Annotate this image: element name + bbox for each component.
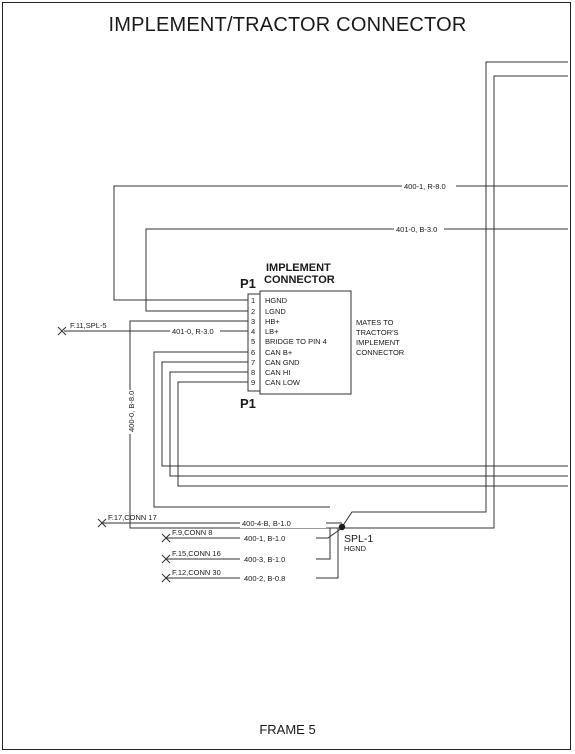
pin-number: 8	[251, 368, 255, 377]
pin-name: LB+	[265, 327, 279, 336]
label-backgrounds	[125, 180, 456, 583]
connector-note-line: IMPLEMENT	[356, 338, 400, 347]
ref-f17: F.17,CONN 17	[108, 513, 157, 522]
pin-name: BRIDGE TO PIN 4	[265, 337, 327, 346]
pin-name: LGND	[265, 307, 286, 316]
wire-label-401-0-b: 401-0, B-3.0	[396, 225, 437, 234]
wire-can-low	[177, 381, 568, 487]
splice-label: SPL-1	[344, 533, 373, 545]
pin-name: CAN HI	[265, 368, 290, 377]
end-mark-f15	[161, 554, 171, 564]
connector-note-line: TRACTOR'S	[356, 328, 399, 337]
wire-right-feed-2	[342, 75, 568, 529]
wire-paths	[64, 61, 568, 579]
pin-name: CAN LOW	[265, 378, 301, 387]
end-mark-f11	[57, 326, 67, 336]
connector-pin-column	[247, 293, 261, 392]
wire-label-400-0: 400-0, B-8.0	[127, 391, 136, 432]
wire-label-401-0-r: 401-0, R-3.0	[172, 327, 214, 336]
pin-number: 5	[251, 337, 255, 346]
wire-can-hi	[169, 371, 568, 477]
connector-label-top: P1	[240, 276, 256, 291]
connector-note-line: MATES TO	[356, 318, 394, 327]
splice-node	[338, 523, 346, 531]
wire-can-gnd	[161, 361, 568, 467]
wire-label-400-4-b: 400-4-B, B-1.0	[242, 519, 291, 528]
end-mark-f17	[97, 518, 107, 528]
wire-can-bplus	[153, 351, 330, 508]
wire-label-400-3: 400-3, B-1.0	[244, 555, 285, 564]
connector-header-line2: CONNECTOR	[264, 274, 335, 286]
pin-name: HB+	[265, 317, 280, 326]
pin-rows: 1 HGND 2 LGND 3 HB+ 4 LB+ 5 BRIDGE TO PI…	[251, 296, 327, 387]
ref-f11: F.11,SPL-5	[70, 321, 107, 330]
connector-body	[259, 290, 352, 395]
wire-label-400-1-b: 400-1, B-1.0	[244, 534, 285, 543]
frame-label: FRAME 5	[259, 722, 316, 737]
wire-400-1-b	[166, 527, 343, 539]
pin-number: 6	[251, 348, 255, 357]
implement-connector: IMPLEMENT CONNECTOR P1 P1 1 HGND 2 LGND …	[240, 262, 405, 411]
ref-f15: F.15,CONN 16	[172, 549, 221, 558]
pin-number: 9	[251, 378, 255, 387]
wire-401-0-b	[145, 228, 568, 312]
connector-note-line: CONNECTOR	[356, 348, 405, 357]
wire-400-2	[166, 528, 339, 579]
connector-note: MATES TO TRACTOR'S IMPLEMENT CONNECTOR	[356, 318, 405, 357]
wire-label-400-1-r: 400-1, R-8.0	[404, 182, 446, 191]
wire-right-feed-1	[341, 61, 568, 528]
pin-number: 3	[251, 317, 255, 326]
pin-number: 1	[251, 296, 255, 305]
wire-label-400-2: 400-2, B-0.8	[244, 574, 285, 583]
diagram-title: IMPLEMENT/TRACTOR CONNECTOR	[108, 14, 467, 36]
pin-number: 2	[251, 307, 255, 316]
wire-400-1-r	[113, 185, 568, 301]
pin-number: 4	[251, 327, 255, 336]
pin-name: CAN GND	[265, 358, 300, 367]
pin-name: CAN B+	[265, 348, 293, 357]
end-mark-f12	[161, 573, 171, 583]
wire-end-marks	[57, 326, 171, 583]
end-mark-f9	[161, 533, 171, 543]
ref-f12: F.12,CONN 30	[172, 568, 221, 577]
connector-header-line1: IMPLEMENT	[266, 262, 331, 274]
splice-sublabel: HGND	[344, 544, 367, 553]
ref-f9: F.9,CONN 8	[172, 528, 212, 537]
pin-name: HGND	[265, 296, 288, 305]
connector-label-bottom: P1	[240, 396, 256, 411]
pin-number: 7	[251, 358, 255, 367]
